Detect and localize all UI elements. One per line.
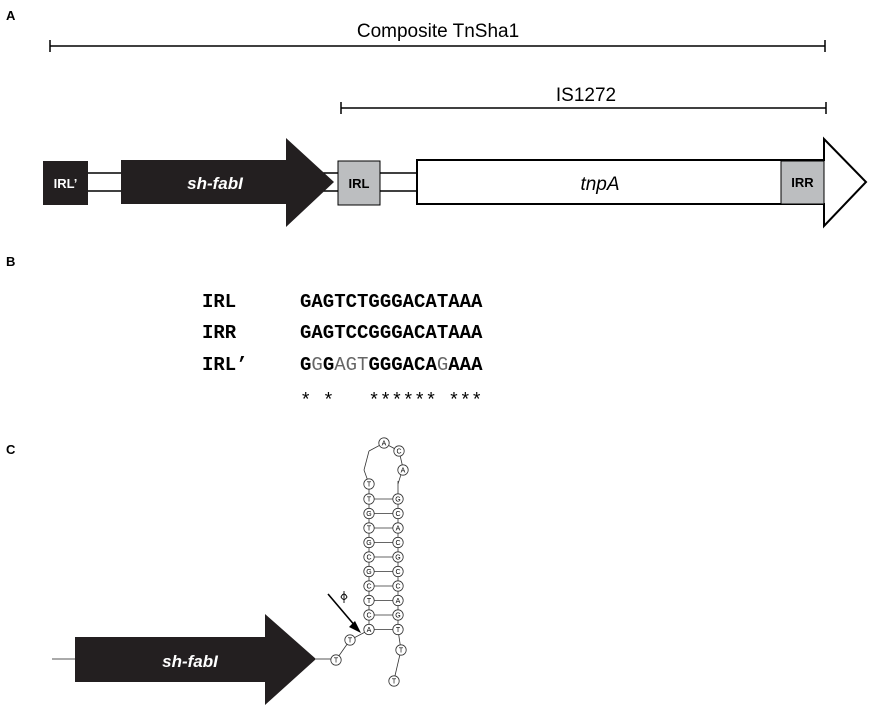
stem-left-nucleotide: C: [363, 609, 375, 621]
stem-left-nucleotide: T: [363, 594, 375, 607]
svg-text:C: C: [366, 584, 371, 591]
svg-text:G: G: [366, 569, 371, 576]
loop-nucleotide: A: [397, 464, 409, 476]
tnpa-label: tnpA: [580, 174, 619, 195]
svg-text:A: A: [396, 598, 401, 605]
svg-text:T: T: [399, 648, 404, 655]
composite-span-label: Composite TnSha1: [357, 21, 519, 42]
stem-right-nucleotide: C: [392, 565, 404, 578]
seq-irl: GAGTCTGGGACATAAA: [300, 291, 483, 313]
panel-letter-b: B: [6, 254, 15, 269]
svg-text:C: C: [395, 569, 400, 576]
irl-prime-label: IRL’: [54, 176, 78, 191]
svg-text:G: G: [395, 497, 400, 504]
seq-name-irl-prime: IRL’: [202, 354, 248, 376]
backbone-lines: [88, 172, 417, 192]
irl-prime-box: [43, 161, 88, 205]
stem-left-nucleotide: T: [363, 522, 375, 534]
cleavage-arrow: [327, 591, 361, 633]
stem-left-nucleotide: T: [363, 493, 375, 505]
stem-left-nucleotide: A: [363, 623, 375, 636]
stem-right-nucleotide: T: [392, 623, 404, 636]
svg-text:C: C: [395, 540, 400, 547]
tail-left-nucleotide: T: [344, 634, 356, 646]
stem-left-nucleotide: C: [363, 580, 375, 592]
seq-irl-prime-segment: G: [437, 354, 448, 376]
seq-irl-prime: GGGAGTGGGACAGAAA: [300, 354, 483, 376]
svg-text:T: T: [367, 598, 372, 605]
stem-right-nucleotide: G: [392, 493, 404, 505]
sh-fabi-gene-arrow: [121, 138, 334, 227]
stem-right-nucleotide: C: [392, 580, 404, 592]
svg-text:G: G: [366, 511, 371, 518]
svg-text:T: T: [367, 497, 372, 504]
conservation-stars: * * ****** ***: [300, 390, 482, 412]
svg-text:C: C: [366, 555, 371, 562]
tnpa-gene-arrow: [416, 136, 868, 229]
seq-irl-prime-segment: GGGACA: [368, 354, 437, 376]
seq-irr-segment: GAGTCCGGGACATAAA: [300, 322, 483, 344]
svg-text:A: A: [382, 441, 387, 448]
stem-left-nucleotide: G: [363, 536, 375, 549]
seq-irl-prime-segment: G: [323, 354, 334, 376]
stem-right-nucleotide: G: [392, 609, 404, 621]
panel-a: Composite TnSha1 IS1272 IRL’ sh-fabI IRL: [43, 21, 868, 229]
svg-text:T: T: [334, 658, 339, 665]
composite-span-bracket: [49, 40, 826, 52]
stem-right-nucleotide: A: [392, 522, 404, 534]
stem-right-nucleotide: C: [392, 507, 404, 520]
seq-name-irr: IRR: [202, 322, 237, 344]
loop-nucleotide: T: [363, 478, 375, 490]
tail-right-nucleotide: T: [388, 675, 400, 687]
stem-right-nucleotide: G: [392, 551, 404, 563]
stem-right-nucleotide: C: [392, 536, 404, 549]
panel-letter-a: A: [6, 8, 16, 23]
seq-irl-segment: GAGTCTGGGACATAAA: [300, 291, 483, 313]
irl-label: IRL: [349, 176, 370, 191]
svg-text:A: A: [367, 627, 372, 634]
sh-fabi-gene-arrow-c: [75, 614, 316, 705]
seq-irl-prime-segment: G: [311, 354, 322, 376]
svg-text:G: G: [366, 540, 371, 547]
irl-box: [337, 160, 381, 206]
svg-text:C: C: [396, 449, 401, 456]
svg-text:T: T: [367, 526, 372, 533]
svg-text:T: T: [392, 679, 397, 686]
panel-letter-c: C: [6, 442, 16, 457]
base-pair-bars: [374, 498, 393, 630]
stem-left-nucleotide: G: [363, 507, 375, 520]
seq-irl-prime-segment: AGT: [334, 354, 368, 376]
svg-text:C: C: [366, 613, 371, 620]
loop-nucleotide: C: [393, 445, 405, 457]
sh-fabi-label: sh-fabI: [187, 174, 244, 193]
svg-text:G: G: [395, 555, 400, 562]
svg-text:T: T: [396, 627, 401, 634]
svg-text:C: C: [395, 511, 400, 518]
seq-name-irl: IRL: [202, 291, 236, 313]
stem-left-nucleotide: G: [363, 565, 375, 578]
is1272-span-bracket: [340, 102, 827, 114]
sh-fabi-label-c: sh-fabI: [162, 652, 219, 671]
seq-irl-prime-segment: G: [300, 354, 311, 376]
svg-text:C: C: [395, 584, 400, 591]
svg-text:G: G: [395, 613, 400, 620]
irr-box: [780, 160, 825, 205]
svg-text:A: A: [401, 468, 406, 475]
irr-label: IRR: [791, 175, 814, 190]
seq-irl-prime-segment: AAA: [448, 354, 483, 376]
seq-irr: GAGTCCGGGACATAAA: [300, 322, 483, 344]
tail-left-nucleotide: T: [330, 654, 342, 666]
stem-right-nucleotide: A: [392, 594, 404, 607]
panel-b-alignment: IRL GAGTCTGGGACATAAA IRR GAGTCCGGGACATAA…: [202, 291, 483, 412]
svg-text:T: T: [367, 482, 372, 489]
loop-nucleotide: A: [378, 437, 390, 449]
stem-left-nucleotide: C: [363, 551, 375, 563]
svg-text:A: A: [396, 526, 401, 533]
is1272-span-label: IS1272: [556, 85, 616, 106]
tail-right-nucleotide: T: [395, 644, 407, 656]
svg-text:T: T: [348, 638, 353, 645]
